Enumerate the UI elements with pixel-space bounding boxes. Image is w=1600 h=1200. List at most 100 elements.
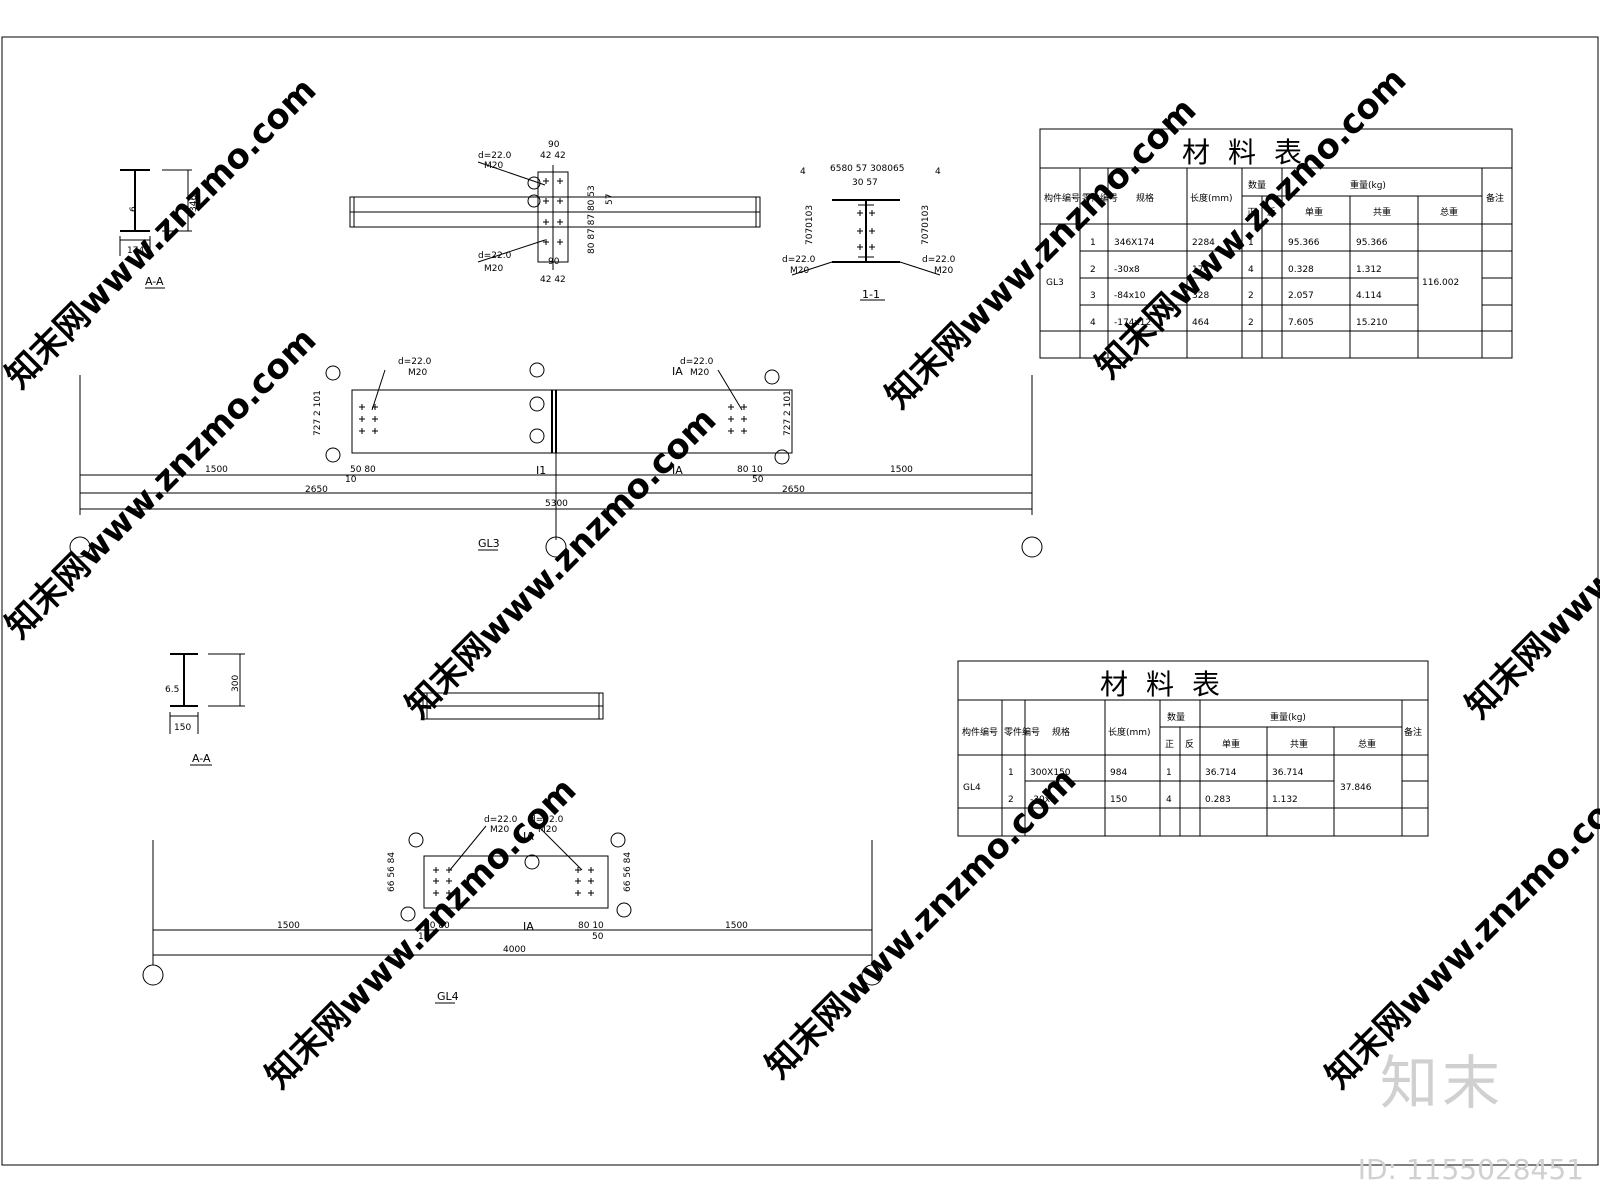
table2-row2-unit: 0.283 bbox=[1205, 795, 1231, 805]
table1-row3-length: 328 bbox=[1192, 291, 1209, 301]
gl3-splice-top2-dim: 42 42 bbox=[540, 151, 566, 161]
table2-title: 材料表 bbox=[1100, 668, 1238, 701]
gl3-splice-mid-dim: 57 bbox=[605, 194, 615, 205]
table2-header-length: 长度(mm) bbox=[1108, 726, 1151, 738]
gl3-edge-left: 10 bbox=[345, 475, 357, 485]
table1-row2-total: 1.312 bbox=[1356, 265, 1382, 275]
gl4-gap-left: 50 80 bbox=[424, 921, 450, 931]
table2-row1-no: 1 bbox=[1008, 768, 1014, 778]
gl3-plan-bolt-spec-2: d=22.0 bbox=[478, 251, 512, 261]
table2-header-qty: 数量 bbox=[1167, 711, 1185, 723]
part-mark-2 bbox=[400, 906, 416, 922]
bolt-mark bbox=[728, 428, 734, 434]
gl3-label: GL3 bbox=[478, 537, 500, 550]
table1-row2-length: 174 bbox=[1192, 265, 1209, 275]
grid-axis-bubble bbox=[69, 536, 91, 558]
table2-row1-qty: 1 bbox=[1166, 768, 1172, 778]
gl3-section-aa: 346 6 174 A-A bbox=[119, 169, 199, 289]
gl4-elev-bolt-spec: d=22.0 bbox=[484, 815, 518, 825]
watermark-text: 知末网www.znzmo.com bbox=[758, 760, 1084, 1086]
table2-sum: 37.846 bbox=[1340, 783, 1372, 793]
bolt-mark bbox=[433, 878, 439, 884]
bolt-mark bbox=[728, 416, 734, 422]
bolt-mark bbox=[446, 878, 452, 884]
gl4-aa-web: 6.5 bbox=[165, 685, 179, 695]
gl3-vert-left: 727 2 101 bbox=[313, 390, 323, 436]
gl3-vert-right: 727 2 101 bbox=[783, 390, 793, 436]
gl3-11-left-dims: 7070103 bbox=[805, 205, 815, 245]
gl3-elev-bolt-spec-2: d=22.0 bbox=[680, 357, 714, 367]
bolt-marks bbox=[359, 178, 875, 896]
gl4-elevation: 1500 1500 4000 50 80 10 80 10 50 66 56 8… bbox=[142, 815, 883, 1004]
gl3-splice-bottom2-dim: 42 42 bbox=[540, 275, 566, 285]
bolt-mark bbox=[446, 867, 452, 873]
table1-row4-total: 15.210 bbox=[1356, 318, 1388, 328]
table1-header-total: 共重 bbox=[1373, 206, 1391, 218]
table1-member: GL3 bbox=[1046, 278, 1064, 288]
part-mark-2 bbox=[774, 449, 790, 465]
watermark-layer: 知末网www.znzmo.com 知末网www.znzmo.com 知末网www… bbox=[0, 60, 1600, 1096]
gl3-splice-side-dim: 80 87 87 80 53 bbox=[587, 185, 597, 254]
bolt-mark bbox=[372, 416, 378, 422]
table2-member: GL4 bbox=[963, 783, 981, 793]
gl3-splice-bottom-dim: 90 bbox=[548, 257, 560, 267]
gl3-gap-right: 80 10 bbox=[737, 465, 763, 475]
part-mark-2 bbox=[764, 369, 780, 385]
table1-header-remark: 备注 bbox=[1486, 192, 1504, 204]
bolt-mark bbox=[741, 416, 747, 422]
gl3-splice-top-dim: 90 bbox=[548, 140, 560, 150]
gl4-dim-right: 1500 bbox=[725, 921, 748, 931]
table2-row2-qty: 4 bbox=[1166, 795, 1172, 805]
table1-header-spec: 规格 bbox=[1136, 192, 1154, 204]
bolt-mark bbox=[359, 416, 365, 422]
table2-header-part-no: 零件编号 bbox=[1004, 726, 1040, 738]
bolt-mark bbox=[575, 878, 581, 884]
bolt-mark bbox=[543, 239, 549, 245]
grid-axis-bubble bbox=[1021, 536, 1043, 558]
table1-header-qty-neg: 反 bbox=[1267, 207, 1276, 218]
table2-row2-spec: -30x8 bbox=[1030, 795, 1056, 805]
gl3-edge-right: 50 bbox=[752, 475, 764, 485]
part-mark-4 bbox=[529, 362, 545, 378]
gl4-elev-bolt-spec-2: d=22.0 bbox=[530, 815, 564, 825]
gl3-11-mark-right: 4 bbox=[935, 167, 941, 177]
table1-row1-no: 1 bbox=[1090, 238, 1096, 248]
drawing-frame bbox=[1, 36, 1599, 1166]
table1-row2-no: 2 bbox=[1090, 265, 1096, 275]
bolt-mark bbox=[557, 198, 563, 204]
table2-row1-total: 36.714 bbox=[1272, 768, 1304, 778]
part-mark-2 bbox=[610, 832, 626, 848]
table1-row4-qty: 2 bbox=[1248, 318, 1254, 328]
table1-row4-length: 464 bbox=[1192, 318, 1209, 328]
table2-row1-unit: 36.714 bbox=[1205, 768, 1237, 778]
table2-row1-spec: 300X150 bbox=[1030, 768, 1071, 778]
watermark-logo: 知末 bbox=[1379, 1049, 1504, 1117]
table2-header-total: 共重 bbox=[1290, 738, 1308, 750]
bolt-mark bbox=[741, 428, 747, 434]
table2-row1-length: 984 bbox=[1110, 768, 1127, 778]
gl3-elevation: 1500 1500 2650 2650 5300 50 80 10 80 10 … bbox=[69, 357, 1043, 558]
part-mark-1 bbox=[529, 396, 545, 412]
table1-header-part-no: 零件编号 bbox=[1082, 192, 1118, 204]
table2-row2-total: 1.132 bbox=[1272, 795, 1298, 805]
table2-header-remark: 备注 bbox=[1404, 726, 1422, 738]
gl4-section-aa: 300 6.5 150 A-A bbox=[165, 653, 245, 766]
gl3-plan-bolt-spec: d=22.0 bbox=[478, 151, 512, 161]
table2-header-spec: 规格 bbox=[1052, 726, 1070, 738]
gl3-dim-left: 1500 bbox=[205, 465, 228, 475]
bolt-mark bbox=[433, 890, 439, 896]
gl3-11-inner-dims: 30 57 bbox=[852, 178, 878, 188]
bolt-mark bbox=[557, 239, 563, 245]
gl3-dim-half-left: 2650 bbox=[305, 485, 328, 495]
table1-header-qty-pos: 正 bbox=[1247, 208, 1256, 218]
material-table-gl3: 材料表 构件编号 零件编号 规格 长度(mm) 数量 正 反 重量(kg) 单重… bbox=[1039, 128, 1513, 359]
gl3-11-bolt-grade-2: M20 bbox=[934, 266, 953, 276]
bolt-mark bbox=[543, 178, 549, 184]
gl4-vert-left: 66 56 84 bbox=[387, 852, 397, 892]
bolt-mark bbox=[588, 878, 594, 884]
gl3-dim-half-right: 2650 bbox=[782, 485, 805, 495]
gl3-elev-bolt-spec: d=22.0 bbox=[398, 357, 432, 367]
bolt-mark bbox=[543, 198, 549, 204]
table1-row4-unit: 7.605 bbox=[1288, 318, 1314, 328]
bolt-mark bbox=[857, 228, 863, 234]
